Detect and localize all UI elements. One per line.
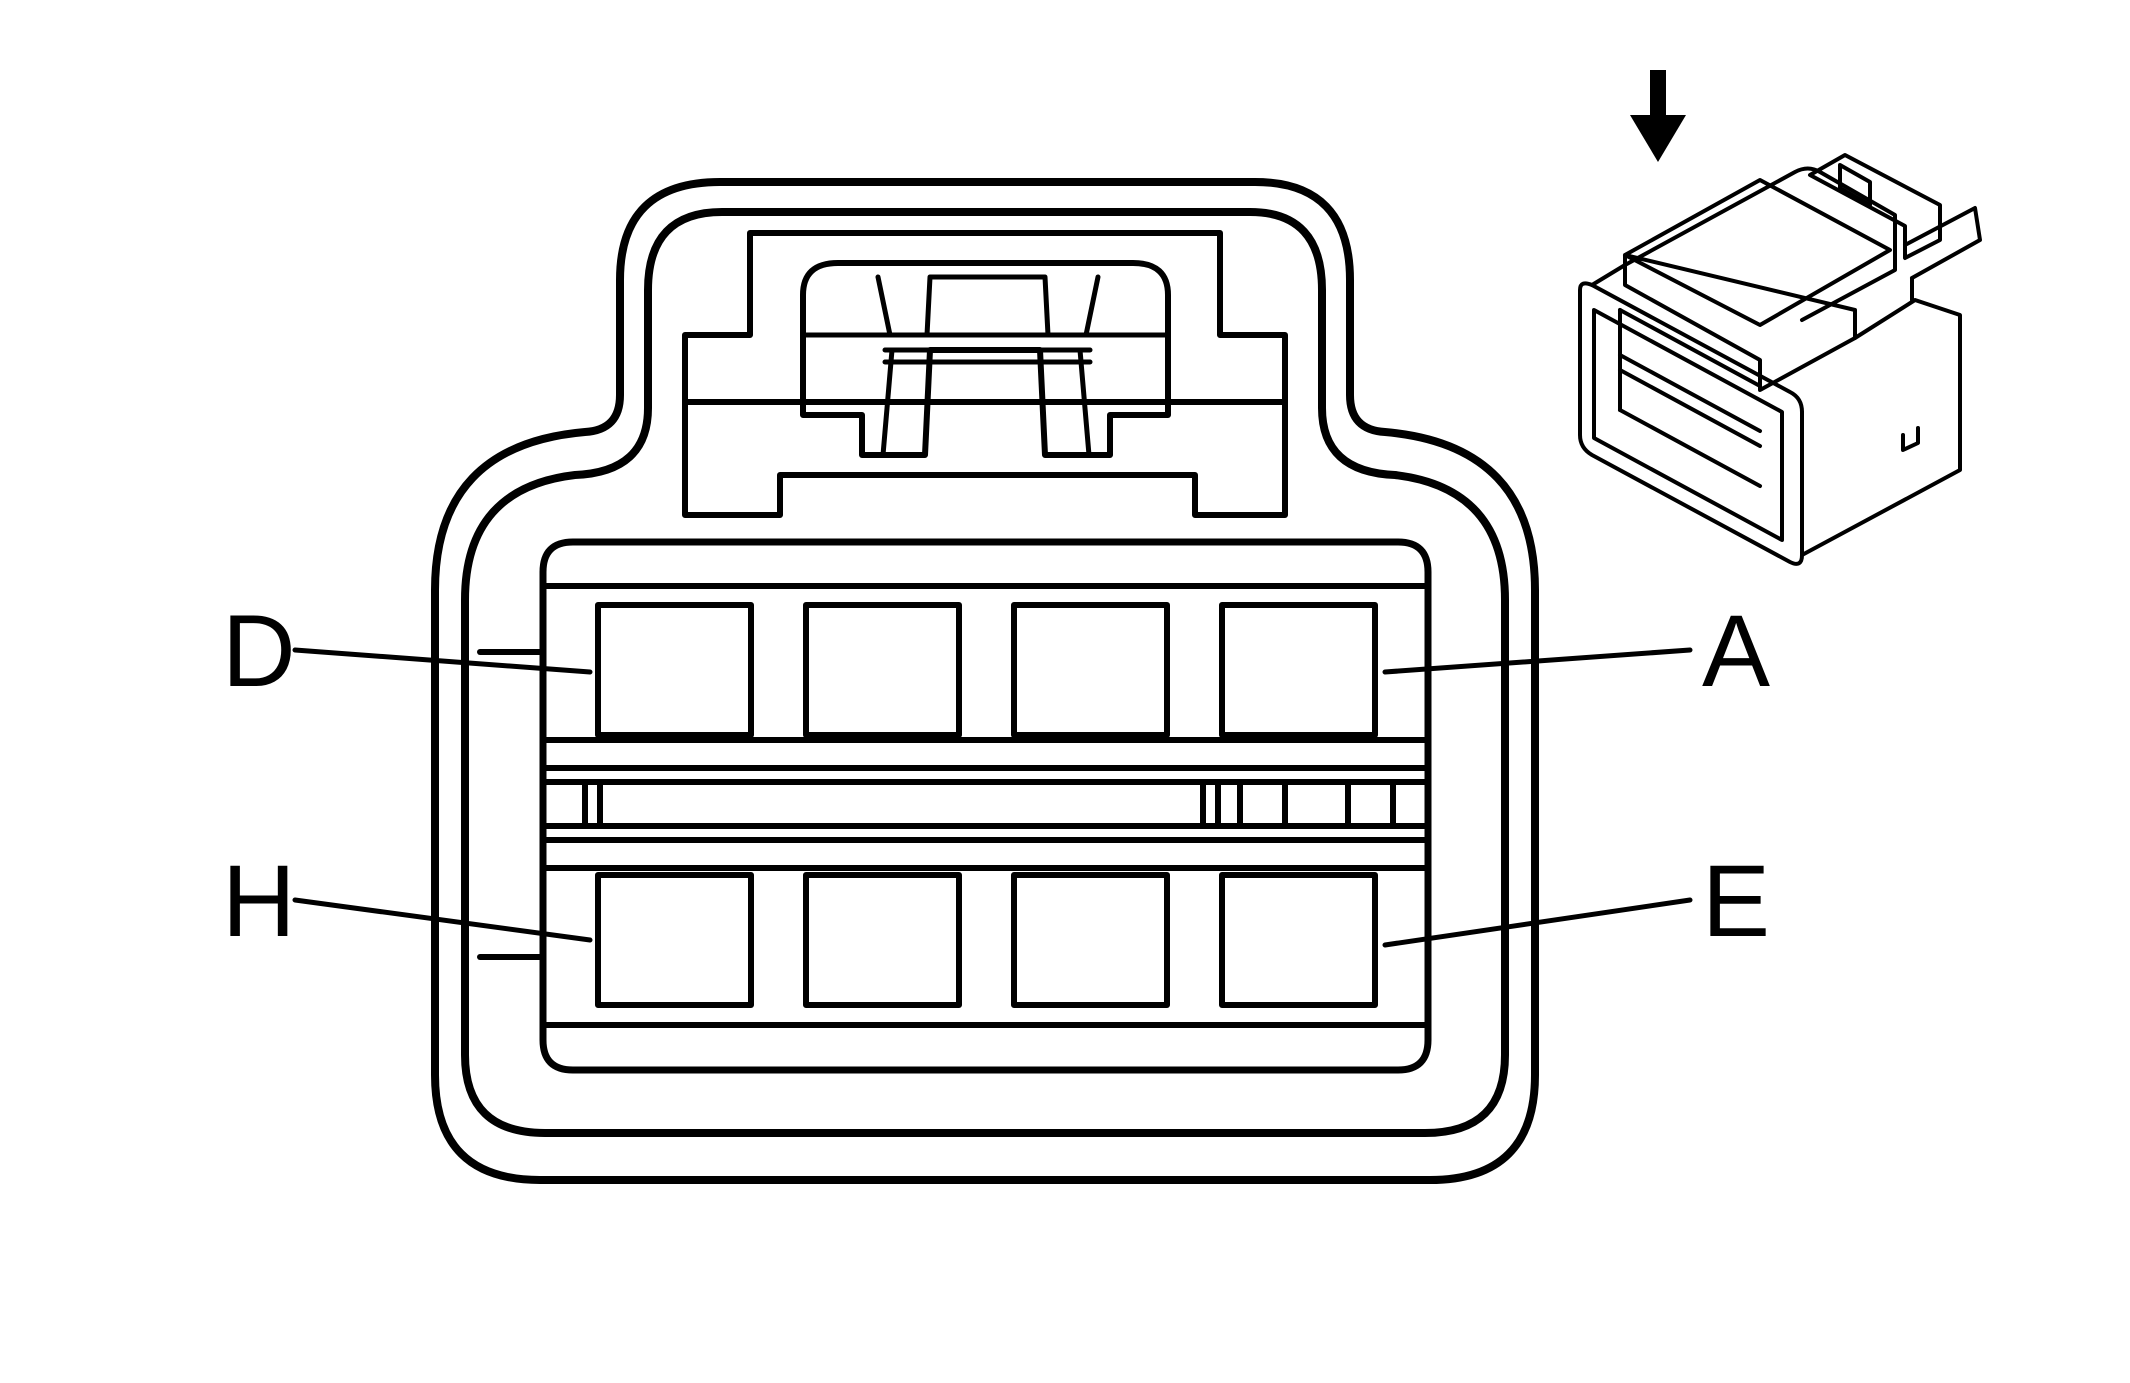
pin-label-a: A bbox=[1702, 594, 1770, 708]
latch-outer-frame bbox=[682, 230, 1288, 518]
inset-side-notch bbox=[1901, 426, 1920, 452]
latch-arm-left bbox=[880, 347, 895, 458]
inset-side-ribs bbox=[1903, 206, 1982, 302]
latch-tab-left bbox=[875, 274, 893, 338]
latch-button bbox=[924, 274, 1051, 338]
leader-line-h bbox=[292, 897, 593, 943]
pin-cavity-top-3 bbox=[1011, 602, 1170, 738]
leader-line-a bbox=[1382, 647, 1693, 675]
pin-label-h: H bbox=[222, 844, 296, 958]
housing-inner-outline bbox=[461, 208, 1509, 1137]
pin-cavity-bottom-1 bbox=[595, 872, 754, 1008]
cavity-frame bbox=[539, 538, 1432, 1074]
inset-cavity-lines bbox=[1618, 308, 1762, 488]
inset-top-surface bbox=[1590, 166, 1897, 322]
pin-cavity-top-2 bbox=[803, 602, 962, 738]
center-rail-ticks bbox=[582, 779, 1396, 829]
housing-outer-outline bbox=[431, 178, 1539, 1184]
pin-cavity-bottom-3 bbox=[1011, 872, 1170, 1008]
inset-latch-housing bbox=[1623, 178, 1892, 392]
pin-label-e: E bbox=[1702, 844, 1770, 958]
latch-tab-right bbox=[1083, 274, 1101, 338]
leader-line-d bbox=[292, 647, 593, 675]
latch-lock-outline bbox=[800, 260, 1171, 458]
inset-right-face bbox=[1800, 298, 1962, 557]
latch-arm-right bbox=[1077, 347, 1092, 458]
inset-front-face-inner bbox=[1592, 308, 1784, 542]
pin-cavity-bottom-4 bbox=[1219, 872, 1378, 1008]
inset-connector-view bbox=[1578, 70, 1982, 566]
pin-cavity-top-4 bbox=[1219, 602, 1378, 738]
pin-cavity-top-1 bbox=[595, 602, 754, 738]
down-arrow-icon bbox=[1630, 70, 1686, 162]
pin-label-d: D bbox=[222, 594, 296, 708]
leader-line-e bbox=[1382, 897, 1693, 948]
inset-latch-lock bbox=[1808, 153, 1942, 260]
pin-cavity-bottom-2 bbox=[803, 872, 962, 1008]
inset-front-face-outer bbox=[1578, 281, 1804, 566]
